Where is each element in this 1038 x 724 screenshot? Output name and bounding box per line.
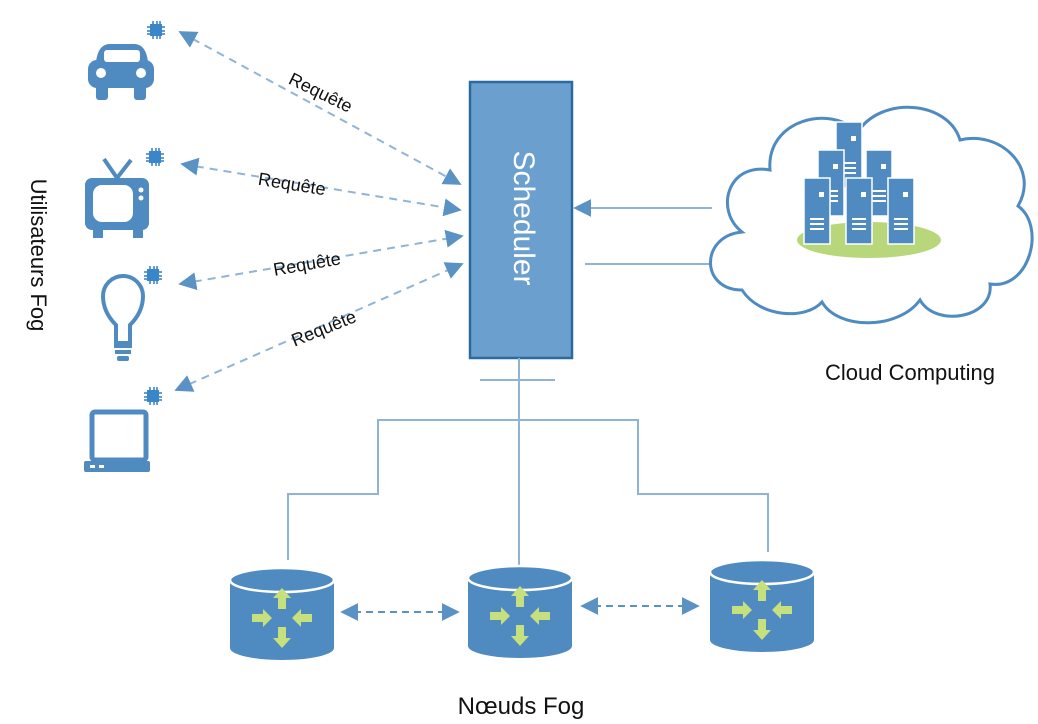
router-node-icon (228, 566, 336, 662)
tv-icon (85, 147, 165, 238)
cloud-link-arrows (573, 199, 732, 273)
router-node-icon (466, 564, 574, 660)
car-icon (88, 20, 166, 100)
request-arrow-tv (180, 157, 462, 217)
request-label: Requête (257, 169, 327, 199)
fog-node (228, 566, 336, 662)
request-arrow-laptop (174, 262, 464, 392)
fog-node (708, 558, 816, 654)
request-label: Requête (272, 248, 343, 280)
server-cluster-icon (797, 121, 941, 258)
laptop-icon (84, 386, 163, 472)
lightbulb-icon (100, 265, 163, 361)
fog-nodes-label: Nœuds Fog (458, 693, 585, 720)
request-arrows (174, 31, 464, 392)
fog-tree-lines (287, 358, 769, 568)
scheduler-label: Scheduler (507, 150, 540, 285)
cloud-label: Cloud Computing (825, 360, 995, 385)
router-node-icon (708, 558, 816, 654)
request-label: Requête (288, 306, 359, 350)
node-link-arrows (340, 597, 700, 621)
users-label: Utilisateurs Fog (26, 179, 51, 332)
fog-node (466, 564, 574, 660)
scheduler-box: Scheduler (468, 80, 574, 360)
request-arrow-car (178, 31, 462, 185)
